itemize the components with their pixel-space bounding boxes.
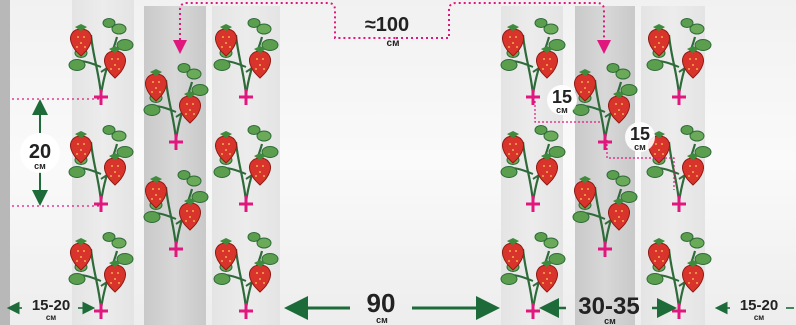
row-width-value: 30-35: [578, 293, 639, 320]
diag-upper-unit: см: [556, 105, 568, 115]
diag-upper-value: 15: [552, 87, 572, 107]
left-edge-value: 15-20: [32, 297, 70, 314]
diag-lower-value: 15: [630, 124, 650, 144]
left-edge-unit: см: [46, 313, 56, 322]
bed-stripe-2: [144, 6, 206, 325]
right-edge-unit: см: [754, 313, 764, 322]
top-distance-connector: [179, 2, 396, 50]
path-width-unit: см: [376, 315, 388, 325]
row-width-unit: см: [604, 316, 616, 325]
top-distance-connector-right: [396, 2, 605, 50]
bed-stripe-5: [575, 6, 635, 325]
plant-spacing-value: 20: [29, 141, 51, 163]
path-width-value: 90: [367, 288, 396, 318]
top-distance-value: ≈100: [365, 14, 409, 36]
diag-upper-connector: [534, 101, 600, 123]
left-edge-strip: [0, 0, 10, 325]
right-edge-value: 15-20: [740, 297, 778, 314]
diag-lower-connector: [606, 140, 675, 190]
plant-spacing-unit: см: [34, 161, 46, 171]
diag-lower-unit: см: [634, 142, 646, 152]
top-distance-unit: см: [387, 38, 400, 49]
